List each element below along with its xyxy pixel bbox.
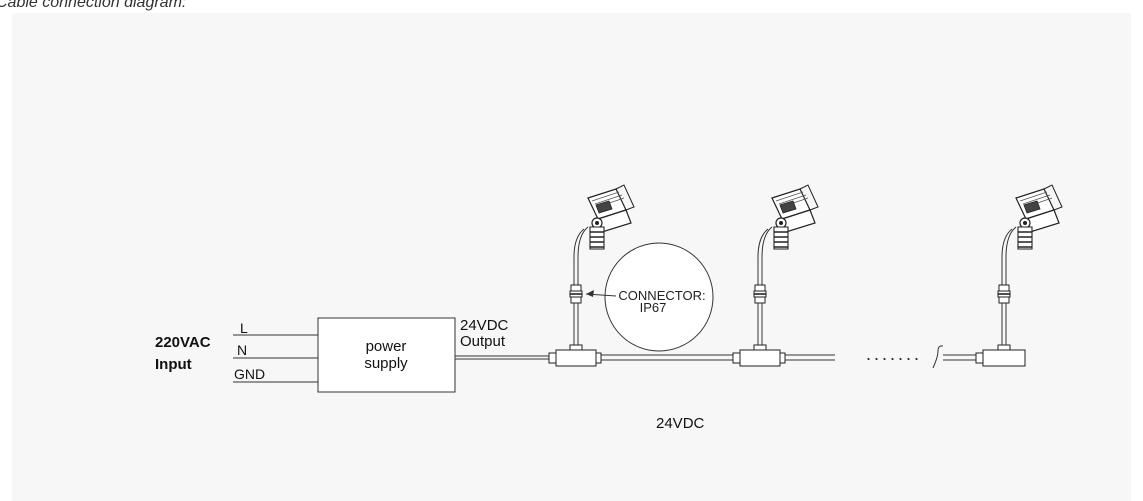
output-voltage-label: 24VDC: [460, 317, 509, 334]
line-label-gnd: GND: [234, 366, 265, 382]
cable-break-mark: [932, 345, 944, 369]
input-wires: [233, 334, 318, 383]
t-connector-1: [548, 344, 602, 367]
bus-cable: [600, 354, 977, 361]
line-label-l: L: [240, 320, 248, 336]
input-voltage-label: 220VAC: [155, 334, 211, 351]
power-supply-label-line2: supply: [364, 355, 408, 372]
spotlight-3: [997, 184, 1063, 346]
power-supply-box: [317, 317, 456, 393]
spotlight-2: [753, 184, 819, 346]
connector-label-line2: IP67: [640, 300, 667, 315]
output-cable: [455, 355, 549, 360]
line-label-n: N: [237, 342, 247, 358]
t-connector-2: [732, 344, 786, 367]
continuation-ellipsis: .......: [866, 344, 922, 364]
input-label: Input: [155, 356, 192, 373]
bus-voltage-label: 24VDC: [656, 415, 705, 432]
connector-label-line1: CONNECTOR:: [618, 288, 705, 303]
output-label: Output: [460, 333, 506, 350]
diagram-caption: Cable connection diagram:: [0, 0, 187, 11]
diagram-panel: [12, 13, 1131, 501]
connector-callout-circle: [604, 242, 714, 352]
t-connector-3: [975, 344, 1026, 367]
power-supply-label-line1: power: [366, 338, 407, 355]
